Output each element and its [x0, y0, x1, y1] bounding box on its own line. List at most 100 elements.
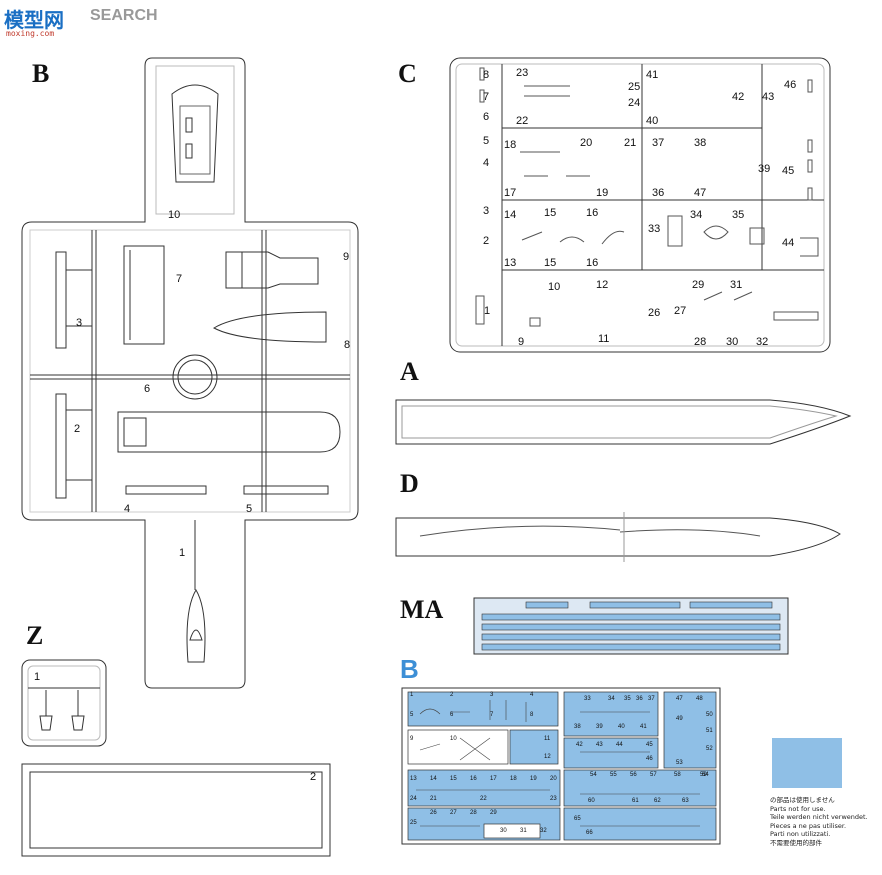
part-number-c-7: 1	[484, 305, 490, 317]
part-number-c-21: 38	[694, 137, 706, 149]
inset-number-59: 60	[588, 798, 595, 804]
part-number-c-4: 4	[483, 157, 489, 169]
part-number-c-41: 11	[598, 333, 609, 345]
legend-line-en: Parts not for use.	[770, 804, 826, 813]
part-number-c-35: 13	[504, 257, 516, 269]
part-number-b-8: 5	[246, 503, 252, 515]
inset-number-61: 62	[654, 798, 661, 804]
sprue-b-label: B	[32, 59, 49, 88]
inset-number-37: 38	[574, 724, 581, 730]
watermark-url: moxing.com	[6, 29, 55, 38]
inset-number-46: 47	[676, 696, 683, 702]
inset-number-44: 45	[646, 742, 653, 748]
inset-number-48: 49	[676, 716, 683, 722]
inset-number-18: 19	[530, 776, 537, 782]
sprue-z-label: Z	[26, 621, 43, 650]
inset-number-9: 10	[450, 736, 457, 742]
part-number-c-9: 22	[516, 115, 528, 127]
part-number-c-43: 31	[730, 279, 742, 291]
inset-number-6: 7	[490, 712, 494, 718]
part-number-c-45: 27	[674, 305, 686, 317]
part-number-c-13: 40	[646, 115, 658, 127]
part-number-c-32: 34	[690, 209, 702, 221]
part-number-c-0: 8	[483, 69, 489, 81]
part-number-c-36: 15	[544, 257, 556, 269]
inset-number-52: 53	[676, 760, 683, 766]
watermark-cn: 模型网	[4, 8, 64, 32]
inset-number-30: 31	[520, 828, 527, 834]
part-number-c-40: 9	[518, 336, 524, 348]
inset-number-29: 30	[500, 828, 507, 834]
inset-number-57: 58	[674, 772, 681, 778]
part-number-c-33: 35	[732, 209, 744, 221]
sprue-z	[21, 659, 107, 747]
part-number-c-14: 42	[732, 91, 744, 103]
inset-number-42: 43	[596, 742, 603, 748]
inset-b-map	[401, 687, 721, 845]
sprue-d-hull	[395, 512, 841, 562]
inset-number-54: 55	[610, 772, 617, 778]
sprue-a-label: A	[400, 357, 419, 386]
inset-number-34: 35	[624, 696, 631, 702]
legend-line-zh: 不需要使用的部件	[770, 838, 822, 847]
part-number-b-0: 10	[168, 209, 180, 221]
inset-number-64: 65	[574, 816, 581, 822]
inset-number-28: 29	[490, 810, 497, 816]
part-number-c-19: 21	[624, 137, 636, 149]
inset-number-23: 24	[410, 796, 417, 802]
part-number-b-3: 3	[76, 317, 82, 329]
inset-number-47: 48	[696, 696, 703, 702]
inset-number-35: 36	[636, 696, 643, 702]
part-number-b-9: 1	[179, 547, 185, 559]
inset-number-45: 46	[646, 756, 653, 762]
inset-number-39: 40	[618, 724, 625, 730]
part-number-c-44: 26	[648, 307, 660, 319]
part-number-b-5: 6	[144, 383, 150, 395]
part-number-c-26: 36	[652, 187, 664, 199]
part-number-c-5: 3	[483, 205, 489, 217]
part-number-b-7: 4	[124, 503, 130, 515]
part-number-c-10: 25	[628, 81, 640, 93]
inset-number-13: 14	[430, 776, 437, 782]
inset-number-50: 51	[706, 728, 713, 734]
part-number-c-28: 14	[504, 209, 516, 221]
part-number-c-24: 17	[504, 187, 516, 199]
inset-number-62: 63	[682, 798, 689, 804]
inset-number-8: 9	[410, 736, 414, 742]
inset-number-63: 64	[702, 772, 709, 778]
part-number-c-34: 44	[782, 237, 794, 249]
inset-number-51: 52	[706, 746, 713, 752]
part-number-z2: 2	[310, 771, 316, 783]
inset-number-49: 50	[706, 712, 713, 718]
inset-number-26: 27	[450, 810, 457, 816]
inset-number-7: 8	[530, 712, 534, 718]
sprue-c	[449, 57, 831, 353]
inset-number-24: 25	[410, 820, 417, 826]
inset-number-65: 66	[586, 830, 593, 836]
part-number-c-8: 23	[516, 67, 528, 79]
part-number-c-22: 39	[758, 163, 770, 175]
sprue-c-label: C	[398, 59, 417, 88]
part-number-c-11: 24	[628, 97, 640, 109]
part-number-c-1: 7	[483, 91, 489, 103]
inset-number-56: 57	[650, 772, 657, 778]
part-number-b-6: 2	[74, 423, 80, 435]
part-number-c-15: 43	[762, 91, 774, 103]
part-number-c-38: 10	[548, 281, 560, 293]
part-number-c-18: 20	[580, 137, 592, 149]
inset-number-16: 17	[490, 776, 497, 782]
inset-number-12: 13	[410, 776, 417, 782]
part-number-c-17: 18	[504, 139, 516, 151]
legend-swatch	[772, 738, 842, 788]
part-number-c-2: 6	[483, 111, 489, 123]
part-number-c-3: 5	[483, 135, 489, 147]
inset-number-17: 18	[510, 776, 517, 782]
legend-line-fr: Pieces a ne pas utiliser.	[770, 821, 847, 830]
part-number-z1: 1	[34, 671, 40, 683]
inset-b-label: B	[400, 654, 419, 684]
part-number-c-31: 33	[648, 223, 660, 235]
part-number-c-39: 12	[596, 279, 608, 291]
sprue-a-hull	[395, 399, 852, 445]
inset-number-19: 20	[550, 776, 557, 782]
legend-line-it: Parti non utilizzati.	[770, 830, 831, 839]
